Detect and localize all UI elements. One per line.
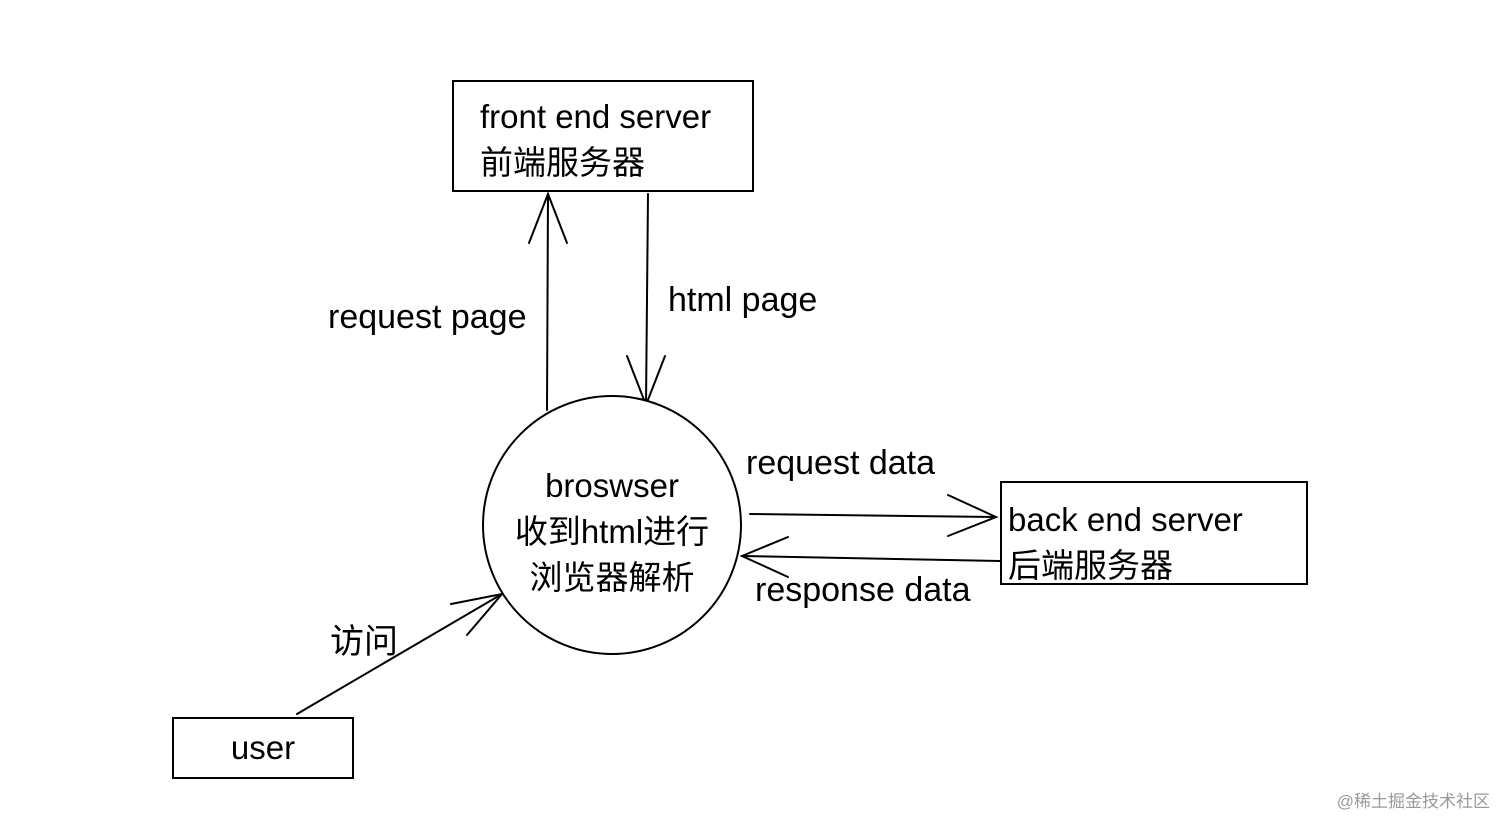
watermark: @稀土掘金技术社区 xyxy=(1336,792,1490,811)
back-end-server-node: back end server 后端服务器 xyxy=(1000,481,1308,585)
visit-label: 访问 xyxy=(330,623,398,661)
front-end-server-node: front end server 前端服务器 xyxy=(452,80,754,192)
request-page-label: request page xyxy=(328,298,527,336)
back-end-server-label-cn: 后端服务器 xyxy=(1008,547,1173,584)
browser-node: broswser 收到html进行 浏览器解析 xyxy=(482,395,742,655)
browser-label-cn-1: 收到html进行 xyxy=(514,513,710,550)
front-end-server-label: front end server xyxy=(480,98,712,135)
user-node: user xyxy=(172,717,354,779)
browser-label: broswser xyxy=(545,467,679,504)
response-data-label: response data xyxy=(755,571,971,609)
arrow-request-data xyxy=(749,494,999,537)
arrow-html-page xyxy=(626,193,666,408)
browser-label-cn-2: 浏览器解析 xyxy=(529,559,695,596)
user-label: user xyxy=(230,729,296,766)
html-page-label: html page xyxy=(668,281,818,319)
request-data-label: request data xyxy=(746,444,936,482)
arrow-visit xyxy=(296,592,505,715)
front-end-server-label-cn: 前端服务器 xyxy=(480,144,645,181)
arrow-request-page xyxy=(528,191,568,411)
arrow-response-data xyxy=(739,536,1001,578)
back-end-server-label: back end server xyxy=(1008,501,1243,538)
